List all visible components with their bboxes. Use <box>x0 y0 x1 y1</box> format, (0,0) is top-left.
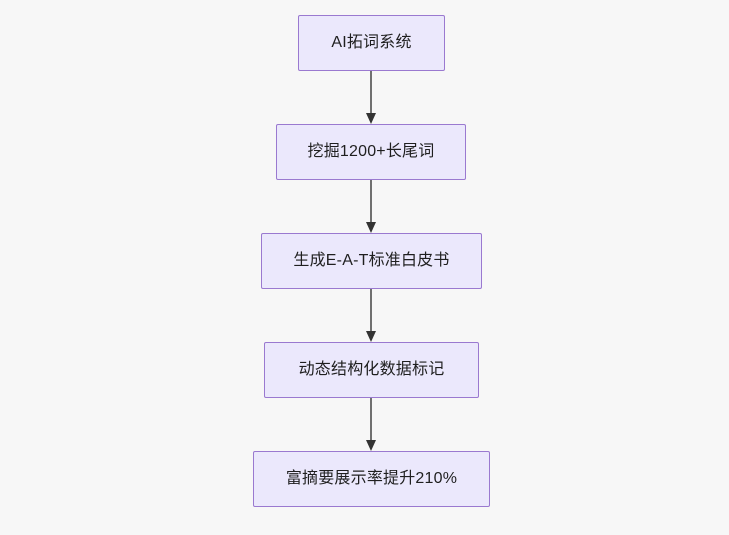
flow-node-rich-snippet-impression-lift[interactable]: 富摘要展示率提升210% <box>253 451 490 507</box>
flow-node-label: 富摘要展示率提升210% <box>285 470 458 487</box>
flow-node-label: 挖掘1200+长尾词 <box>307 143 435 160</box>
arrowhead-n2-n3 <box>366 222 376 233</box>
flow-node-label: 生成E-A-T标准白皮书 <box>293 252 450 269</box>
flow-node-mine-longtail-keywords[interactable]: 挖掘1200+长尾词 <box>276 124 466 180</box>
arrowhead-n3-n4 <box>366 331 376 342</box>
flow-node-label: 动态结构化数据标记 <box>298 361 445 378</box>
arrowhead-n1-n2 <box>366 113 376 124</box>
arrowhead-n4-n5 <box>366 440 376 451</box>
flow-node-generate-eat-whitepaper[interactable]: 生成E-A-T标准白皮书 <box>261 233 482 289</box>
flow-node-label: AI拓词系统 <box>331 34 412 51</box>
flow-node-ai-keyword-system[interactable]: AI拓词系统 <box>298 15 445 71</box>
flow-node-dynamic-structured-data-markup[interactable]: 动态结构化数据标记 <box>264 342 479 398</box>
